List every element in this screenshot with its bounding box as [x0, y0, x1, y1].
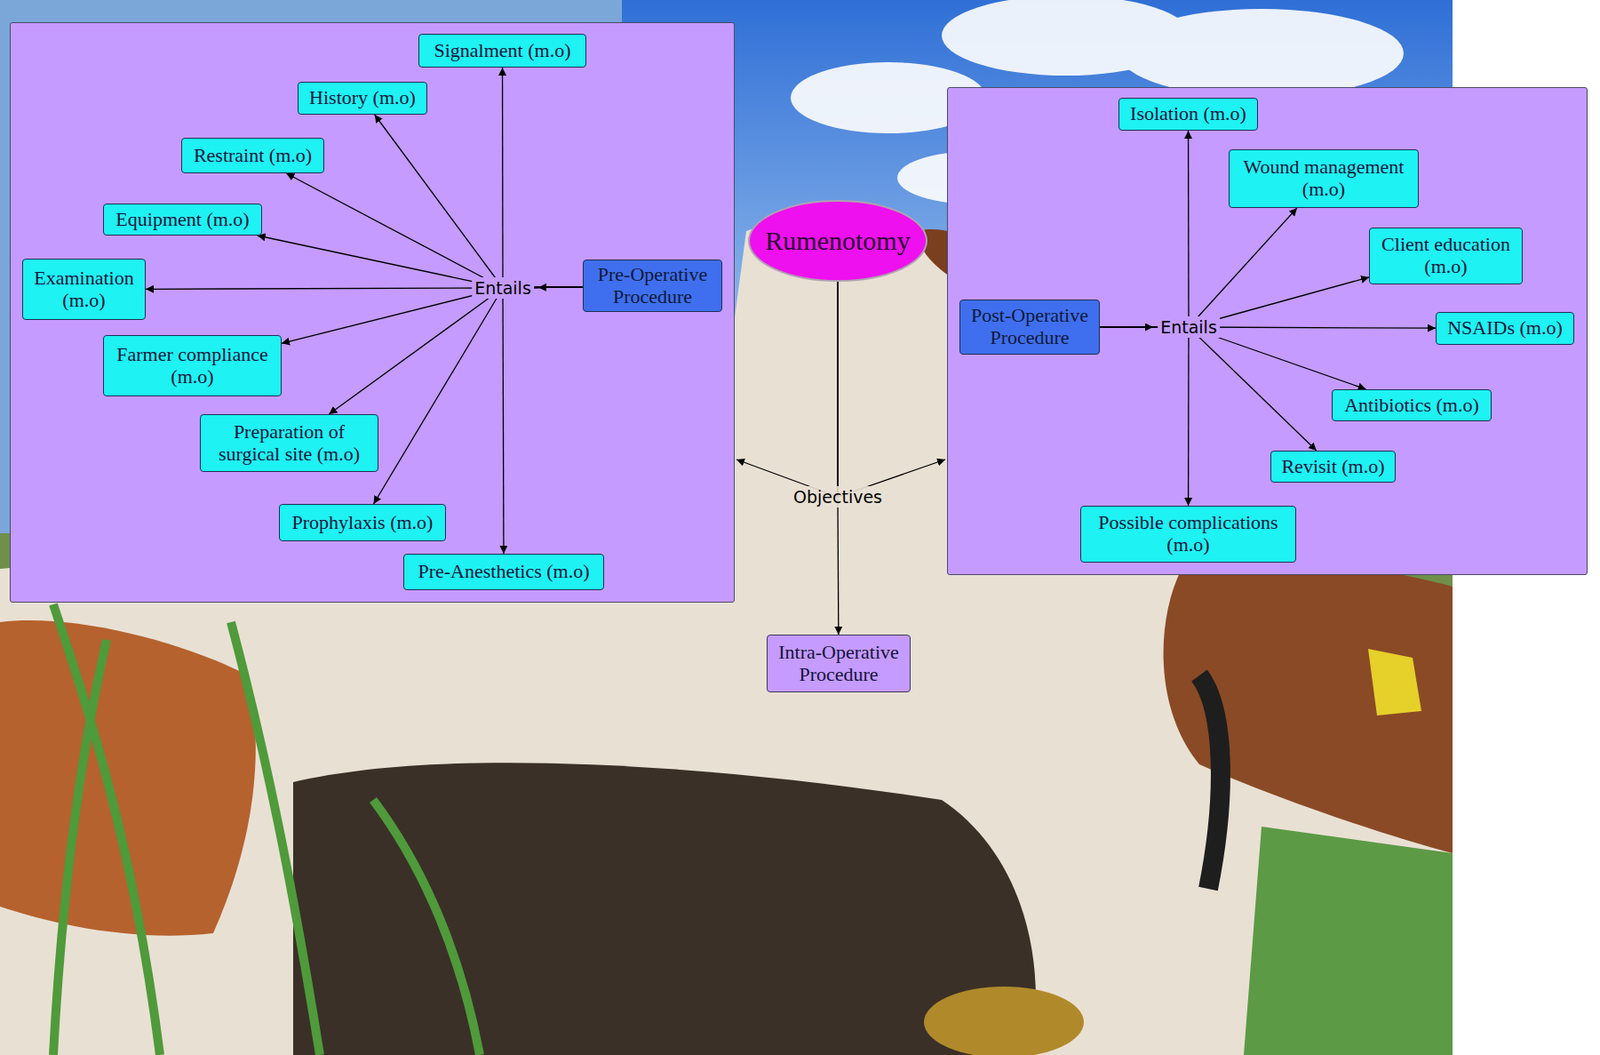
grass-blades: [53, 604, 480, 1055]
node-text: Antibiotics (m.o): [1344, 394, 1480, 417]
connector-line: [1188, 326, 1436, 328]
connector: [257, 235, 583, 288]
photo-base: [0, 0, 1453, 1055]
step-box: Prophylaxis (m.o): [278, 503, 446, 542]
step-box: Farmer compliance (m.o): [103, 334, 282, 397]
step-box: Examination (m.o): [22, 258, 146, 320]
node-text: Revisit (m.o): [1281, 455, 1385, 478]
connector-line: [286, 173, 503, 288]
phase-box: Intra-Operative Procedure: [766, 634, 911, 693]
connector-line: [1187, 130, 1190, 327]
connector: [374, 114, 583, 288]
connector: [736, 281, 838, 497]
step-box: History (m.o): [297, 81, 428, 115]
node-text: Pre-Anesthetics (m.o): [417, 560, 590, 583]
connector-line: [836, 281, 838, 497]
connector-line: [1188, 326, 1317, 451]
node-text: Post-Operative Procedure: [963, 304, 1096, 349]
connector-line: [836, 496, 839, 635]
connector: [1099, 326, 1317, 451]
ear-tag: [1368, 648, 1422, 716]
step-box: Signalment (m.o): [418, 33, 587, 68]
node-text: Signalment (m.o): [434, 39, 572, 63]
connector-line: [257, 235, 503, 288]
connector-line: [501, 67, 504, 288]
step-box: Pre-Anesthetics (m.o): [403, 553, 605, 590]
node-text: Restraint (m.o): [193, 144, 312, 168]
connector: [1099, 326, 1436, 328]
connector-line: [281, 287, 503, 343]
link-phrase: Objectives: [790, 485, 885, 508]
node-text: Pre-Operative Procedure: [587, 263, 718, 308]
node-text: NSAIDs (m.o): [1447, 317, 1563, 340]
ellipse-shape: [748, 200, 927, 281]
phase-box: Pre-Operative Procedure: [582, 259, 723, 312]
brown-patch: [0, 620, 256, 936]
node-text: Prophylaxis (m.o): [292, 511, 434, 534]
connector: [281, 286, 583, 344]
dark-shadow: [293, 762, 1036, 1055]
node-text: Examination (m.o): [26, 267, 142, 311]
node-text: History (m.o): [309, 87, 416, 110]
link-phrase: Entails: [1157, 316, 1220, 338]
step-box: NSAIDs (m.o): [1435, 311, 1575, 345]
connector-line: [145, 287, 503, 289]
link-phrase: Entails: [471, 277, 534, 299]
node-text: Rumenotomy: [764, 225, 910, 256]
connector-line: [836, 281, 838, 497]
connector: [286, 173, 583, 288]
connector: [328, 286, 583, 414]
connector: [837, 281, 840, 635]
connector: [1099, 326, 1189, 506]
connector-line: [374, 114, 503, 288]
connector: [837, 281, 946, 497]
step-box: Isolation (m.o): [1118, 97, 1258, 131]
node-text: Farmer compliance (m.o): [107, 343, 278, 388]
connector-line: [374, 287, 503, 504]
grass: [1243, 826, 1453, 1055]
node-text: Client education (m.o): [1373, 233, 1519, 278]
step-box: Wound management (m.o): [1228, 149, 1419, 208]
connector: [502, 67, 583, 288]
step-box: Equipment (m.o): [103, 203, 263, 236]
node-text: Isolation (m.o): [1130, 103, 1247, 126]
node-text: Preparation of surgical site (m.o): [204, 421, 375, 465]
step-box: Preparation of surgical site (m.o): [199, 413, 379, 472]
step-box: Client education (m.o): [1369, 227, 1523, 285]
node-text: Intra-Operative Procedure: [771, 641, 907, 685]
node-text: Wound management (m.o): [1233, 156, 1415, 200]
connector: [1099, 130, 1189, 327]
connector: [374, 286, 583, 504]
connector: [1099, 207, 1298, 327]
node-text: Possible complications (m.o): [1084, 511, 1292, 556]
connector-line: [1188, 207, 1298, 327]
concept-ellipse: Rumenotomy: [748, 199, 928, 282]
connector-line: [1187, 326, 1190, 506]
connector-line: [501, 287, 504, 554]
connector: [502, 286, 583, 554]
connector-line: [836, 281, 838, 497]
connector-line: [328, 287, 503, 414]
connector: [1099, 277, 1370, 327]
cow-bell: [923, 986, 1084, 1055]
step-box: Antibiotics (m.o): [1331, 389, 1492, 422]
step-box: Restraint (m.o): [181, 137, 325, 174]
collar-strap: [1199, 675, 1221, 889]
step-box: Possible complications (m.o): [1080, 505, 1297, 563]
step-box: Revisit (m.o): [1270, 450, 1396, 483]
connector: [1099, 326, 1367, 390]
phase-box: Post-Operative Procedure: [959, 299, 1100, 355]
node-text: Equipment (m.o): [115, 208, 249, 231]
